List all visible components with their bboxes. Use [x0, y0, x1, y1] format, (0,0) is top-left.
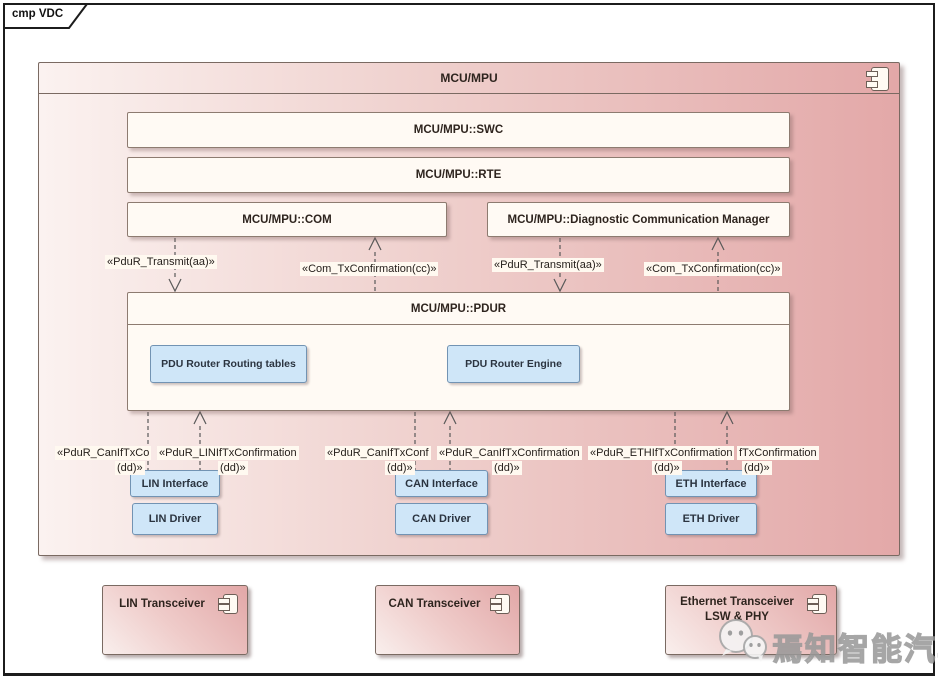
routing-tables-label: PDU Router Routing tables: [161, 358, 296, 370]
connector-label: (dd)»: [385, 461, 415, 475]
diagram-tab-label: cmp VDC: [12, 8, 64, 20]
lin-interface-label: LIN Interface: [141, 477, 209, 490]
swc-title: MCU/MPU::SWC: [413, 124, 504, 136]
connector-label: «PduR_CanIfTxConfirmation: [437, 446, 582, 460]
dcm-box: MCU/MPU::Diagnostic Communication Manage…: [487, 202, 790, 237]
component-icon: [866, 67, 889, 91]
component-icon: [807, 594, 827, 614]
eth-driver-label: ETH Driver: [682, 513, 740, 525]
connector-label: (dd)»: [115, 461, 145, 475]
connector-label: «Com_TxConfirmation(cc)»: [644, 262, 783, 276]
component-icon: [218, 594, 238, 614]
ethernet-transceiver-sublabel: LSW & PHY: [705, 611, 769, 623]
can-transceiver-label: CAN Transceiver: [388, 598, 481, 610]
connector-label: «PduR_CanIfTxConf: [325, 446, 431, 460]
pdur-title: MCU/MPU::PDUR: [128, 293, 789, 325]
connector-label: «PduR_ETHIfTxConfirmation: [588, 446, 735, 460]
can-transceiver: CAN Transceiver: [375, 585, 520, 655]
can-driver-label: CAN Driver: [412, 513, 471, 525]
component-icon: [490, 594, 510, 614]
can-driver-box: CAN Driver: [395, 503, 488, 535]
eth-driver-box: ETH Driver: [665, 503, 757, 535]
lin-driver-box: LIN Driver: [132, 503, 218, 535]
dcm-title: MCU/MPU::Diagnostic Communication Manage…: [507, 213, 770, 226]
connector-label: «PduR_CanIfTxCo: [55, 446, 152, 460]
connector-label: «PduR_Transmit(aa)»: [492, 258, 604, 272]
eth-interface-label: ETH Interface: [675, 477, 747, 490]
connector-label: «PduR_Transmit(aa)»: [105, 255, 217, 269]
pdu-router-routing-tables: PDU Router Routing tables: [150, 345, 307, 383]
lin-interface-box: LIN Interface: [130, 470, 220, 497]
connector-label: «Com_TxConfirmation(cc)»: [300, 262, 439, 276]
mcu-mpu-header: MCU/MPU: [39, 63, 899, 94]
com-box: MCU/MPU::COM: [127, 202, 447, 237]
connector-label: «PduR_LINIfTxConfirmation: [157, 446, 299, 460]
connector-label: (dd)»: [652, 461, 682, 475]
mcu-mpu-title: MCU/MPU: [440, 71, 498, 85]
connector-label: (dd)»: [492, 461, 522, 475]
rte-title: MCU/MPU::RTE: [415, 169, 502, 181]
connector-label: fTxConfirmation: [737, 446, 819, 460]
engine-label: PDU Router Engine: [465, 358, 562, 370]
lin-transceiver: LIN Transceiver: [102, 585, 248, 655]
swc-box: MCU/MPU::SWC: [127, 112, 790, 148]
com-title: MCU/MPU::COM: [242, 213, 332, 226]
connector-label: (dd)»: [742, 461, 772, 475]
lin-driver-label: LIN Driver: [148, 513, 202, 525]
ethernet-transceiver-label: Ethernet Transceiver: [680, 596, 794, 608]
watermark-text: 焉知智能汽车: [771, 631, 938, 667]
connector-label: (dd)»: [218, 461, 248, 475]
pdu-router-engine: PDU Router Engine: [447, 345, 580, 383]
watermark: 焉知智能汽车: [700, 610, 938, 668]
rte-box: MCU/MPU::RTE: [127, 157, 790, 193]
diagram-tab-shape: [3, 3, 89, 29]
can-interface-label: CAN Interface: [405, 477, 478, 490]
lin-transceiver-label: LIN Transceiver: [119, 598, 205, 610]
wechat-icon: [719, 619, 767, 662]
